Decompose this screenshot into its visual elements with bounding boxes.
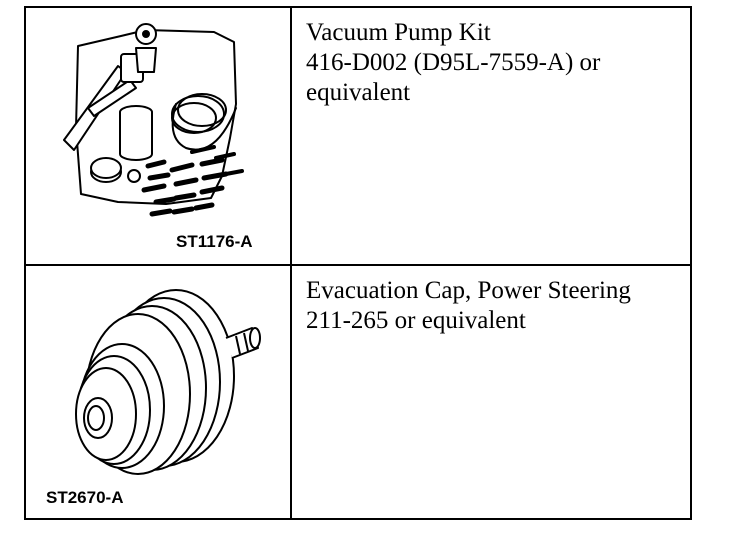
tool-illustration-cell: ST2670-A: [26, 266, 292, 518]
special-tools-table: ST1176-A Vacuum Pump Kit 416-D002 (D95L-…: [24, 6, 692, 520]
tool-row-vacuum-pump-kit: ST1176-A Vacuum Pump Kit 416-D002 (D95L-…: [26, 8, 690, 266]
tool-name: Vacuum Pump Kit: [306, 19, 491, 46]
tool-illustration-cell: ST1176-A: [26, 8, 292, 264]
tool-number: 416-D002 (D95L-7559-A) or: [306, 49, 601, 76]
vacuum-pump-kit-illustration: [63, 23, 244, 217]
part-code-label: ST1176-A: [176, 232, 253, 251]
evacuation-cap-illustration: [75, 289, 261, 475]
tool-number: 211-265 or equivalent: [306, 307, 526, 334]
tool-name: Evacuation Cap, Power Steering: [306, 277, 631, 304]
part-code-label: ST2670-A: [46, 488, 124, 507]
tool-row-evacuation-cap: ST2670-A Evacuation Cap, Power Steering …: [26, 266, 690, 518]
tool-description-cell: Vacuum Pump Kit 416-D002 (D95L-7559-A) o…: [292, 8, 690, 264]
tool-description-cell: Evacuation Cap, Power Steering 211-265 o…: [292, 266, 690, 518]
tool-equivalent-note: equivalent: [306, 79, 411, 106]
